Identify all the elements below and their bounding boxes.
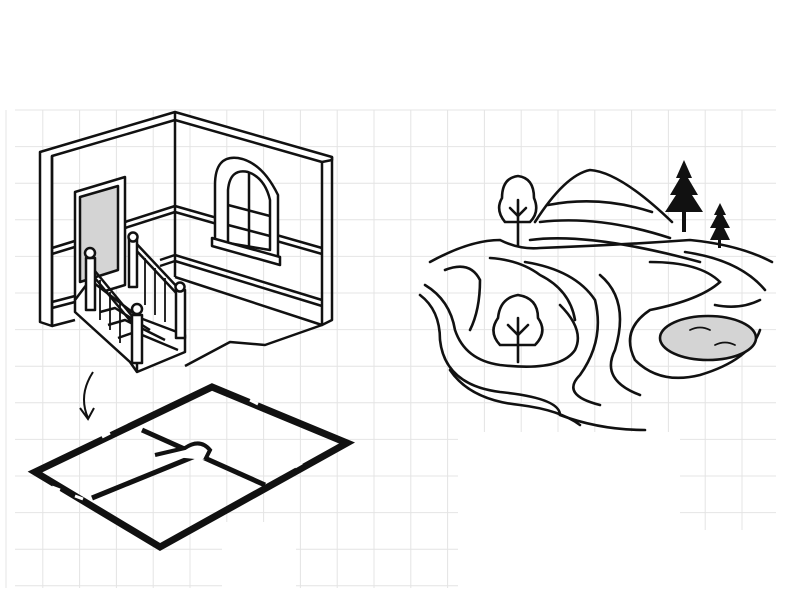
pine-tree-icon xyxy=(665,160,730,248)
blank-patch xyxy=(458,432,680,530)
curved-arrow-icon xyxy=(79,371,95,421)
isometric-room xyxy=(38,110,334,374)
blank-patch xyxy=(222,522,296,600)
floor-plan xyxy=(27,383,356,552)
topographic-landscape xyxy=(418,168,774,432)
blank-patch xyxy=(458,530,800,600)
